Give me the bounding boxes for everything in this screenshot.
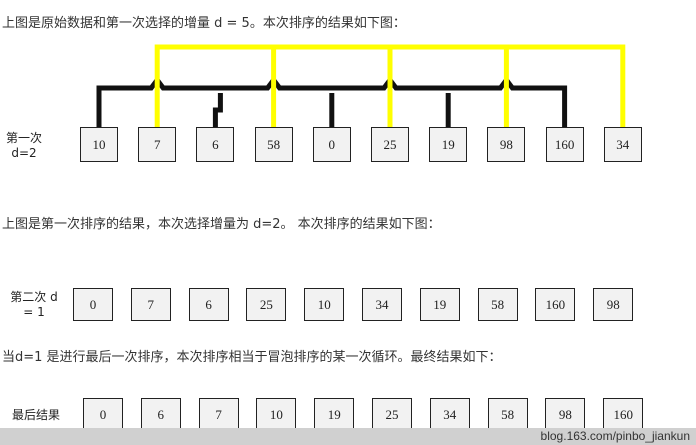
grouping-lines xyxy=(96,44,626,127)
row1-label-line1: 第一次 xyxy=(5,131,42,145)
row3-box: 10 xyxy=(256,398,297,432)
row2-box: 19 xyxy=(419,288,460,321)
row2-box: 58 xyxy=(477,288,518,321)
row3-label: 最后结果 xyxy=(11,408,60,422)
row2-box: 160 xyxy=(535,288,576,321)
row1-box: 0 xyxy=(312,127,351,162)
row3-box: 25 xyxy=(372,398,412,432)
row1-box: 7 xyxy=(138,127,177,162)
row3-box: 7 xyxy=(198,398,239,432)
row2-box: 34 xyxy=(362,288,402,321)
row2-box: 10 xyxy=(304,288,345,321)
row2-box: 0 xyxy=(73,288,113,321)
row2-box: 7 xyxy=(130,288,171,321)
row2-box: 6 xyxy=(188,288,229,321)
yellow-group-line xyxy=(154,44,626,127)
row3-box: 58 xyxy=(487,398,528,432)
text-second: 上图是第一次排序的结果，本次选择增量为 d=2。 本次排序的结果如下图： xyxy=(2,217,441,232)
row1-box: 6 xyxy=(196,127,235,162)
row1-label-line2: d=2 xyxy=(11,146,37,160)
row2-box: 98 xyxy=(593,288,634,321)
row1-box: 34 xyxy=(603,127,642,162)
intro-text: 上图是原始数据和第一次选择的增量 d = 5。本次排序的结果如下图： xyxy=(2,16,406,31)
row2-box: 25 xyxy=(246,288,287,321)
footer-bar: blog.163.com/pinbo_jiankun xyxy=(0,428,696,445)
row1-box: 19 xyxy=(429,127,468,162)
black-group-line xyxy=(96,75,568,127)
black-tick-6 xyxy=(212,93,223,127)
row2-label-line1: 第二次 d xyxy=(10,290,58,304)
text-third: 当d=1 是进行最后一次排序，本次排序相当于冒泡排序的某一次循环。最终结果如下： xyxy=(2,350,502,365)
row3-box: 19 xyxy=(314,398,355,432)
row3-box: 6 xyxy=(140,398,181,432)
row1-box: 160 xyxy=(545,127,584,162)
row3-box: 0 xyxy=(83,398,123,432)
footer-watermark: blog.163.com/pinbo_jiankun xyxy=(540,429,690,443)
row3-box: 34 xyxy=(429,398,470,432)
row3-box: 160 xyxy=(603,398,644,432)
row3-box: 98 xyxy=(545,398,586,432)
row1-box: 58 xyxy=(254,127,293,162)
row2-label-line2: = 1 xyxy=(23,305,45,319)
row1-box: 25 xyxy=(371,127,409,162)
row1-box: 10 xyxy=(80,127,118,162)
row1-box: 98 xyxy=(487,127,526,162)
row2-label: 第二次 d= 1 xyxy=(4,290,64,320)
